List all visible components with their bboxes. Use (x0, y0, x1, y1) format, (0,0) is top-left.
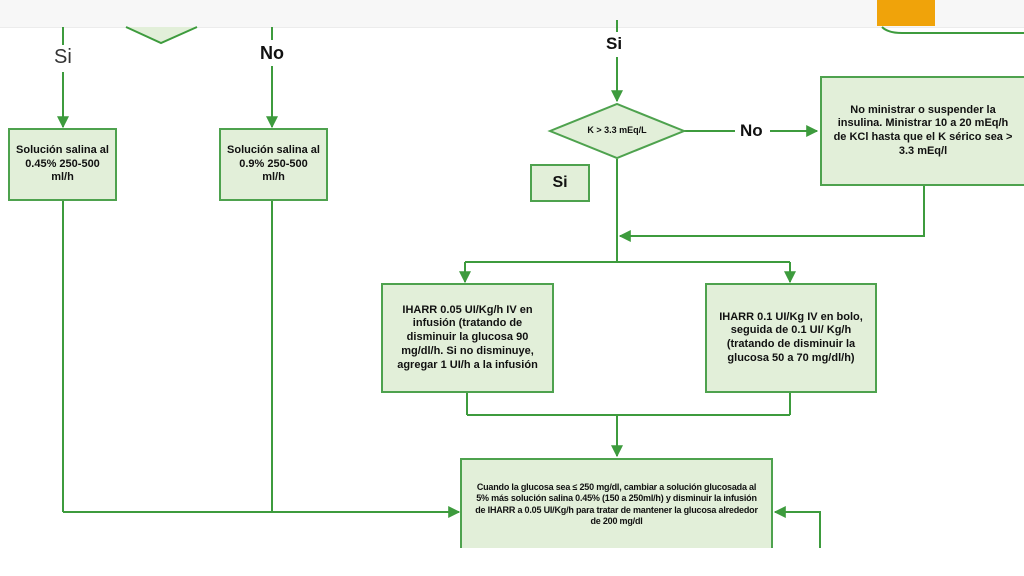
si-label-left: Si (54, 46, 72, 68)
si-label-top: Si (606, 34, 623, 53)
decision-diamond (547, 102, 687, 160)
iharr-bolus-box: IHARR 0.1 UI/Kg IV en bolo, seguida de 0… (705, 283, 877, 393)
orange-shape (877, 0, 935, 26)
no-insulin-box: No ministrar o suspender la insulina. Mi… (820, 76, 1024, 186)
no-label-left: No (260, 43, 284, 63)
rounded-shape-fragment (881, 26, 1024, 34)
si-box: Si (530, 164, 590, 202)
saline-045-box: Solución salina al 0.45% 250-500 ml/h (8, 128, 117, 201)
top-band (0, 0, 1024, 28)
diamond-fragment (125, 26, 198, 45)
bottom-crop (0, 548, 1024, 576)
glucose-change-box: Cuando la glucosa sea ≤ 250 mg/dl, cambi… (460, 458, 773, 554)
decision-label: K > 3.3 mEq/L (587, 125, 647, 135)
iharr-infusion-box: IHARR 0.05 UI/Kg/h IV en infusión (trata… (381, 283, 554, 393)
saline-09-box: Solución salina al 0.9% 250-500 ml/h (219, 128, 328, 201)
no-label-right: No (740, 121, 763, 140)
